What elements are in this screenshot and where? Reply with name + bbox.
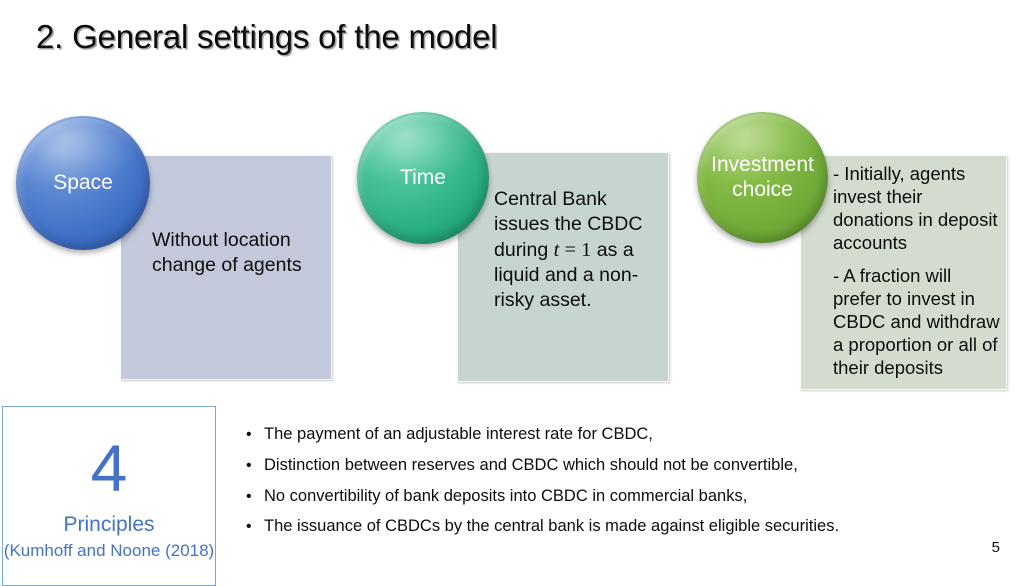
math-operator-equals: =	[559, 238, 582, 261]
math-value-one: 1	[581, 238, 592, 261]
panel-time-text: Central Bank issues the CBDC during t = …	[494, 187, 664, 313]
panel-time-text-before: Central Bank issues the CBDC during	[494, 188, 643, 261]
page-title: 2. General settings of the model	[36, 18, 498, 55]
list-item: • Distinction between reserves and CBDC …	[246, 456, 936, 476]
page-number: 5	[991, 539, 1000, 556]
list-item: • No convertibility of bank deposits int…	[246, 487, 936, 507]
panel-space-paragraph: Without location change of agents	[152, 229, 302, 276]
panel-time-paragraph: Central Bank issues the CBDC during t = …	[494, 187, 664, 313]
bullet-marker-icon: •	[246, 456, 252, 474]
list-item: • The payment of an adjustable interest …	[246, 425, 936, 445]
panel-time-text-after: as a liquid and a non-risky asset.	[494, 238, 639, 312]
panel-space	[120, 155, 332, 380]
list-item: • The issuance of CBDCs by the central b…	[246, 517, 936, 537]
bullet-text: Distinction between reserves and CBDC wh…	[264, 455, 798, 474]
bullet-marker-icon: •	[246, 426, 252, 443]
panel-investment-paragraph-2: - A fraction will prefer to invest in CB…	[833, 264, 1000, 378]
circle-space[interactable]: Space	[16, 116, 150, 250]
circle-investment-choice[interactable]: Investment choice	[697, 112, 828, 243]
circle-time[interactable]: Time	[357, 112, 489, 244]
circle-space-label: Space	[53, 170, 113, 194]
bullet-marker-icon: •	[246, 487, 252, 505]
panel-investment-choice-text: - Initially, agents invest their donatio…	[833, 163, 1003, 379]
principles-bullet-list: • The payment of an adjustable interest …	[246, 425, 936, 548]
circle-investment-choice-label: Investment choice	[711, 153, 814, 201]
circle-time-label: Time	[400, 165, 446, 189]
panel-investment-paragraph-1: - Initially, agents invest their donatio…	[833, 163, 998, 253]
panel-time	[457, 152, 669, 382]
bullet-text: No convertibility of bank deposits into …	[264, 486, 748, 505]
bullet-text: The issuance of CBDCs by the central ban…	[264, 517, 840, 536]
principles-count: 4	[90, 431, 128, 505]
panel-investment-choice	[800, 155, 1007, 390]
principles-box: 4 Principles (Kumhoff and Noone (2018)	[2, 406, 216, 586]
bullet-text: The payment of an adjustable interest ra…	[264, 425, 653, 443]
bullet-marker-icon: •	[246, 518, 252, 536]
math-variable-t: t	[553, 238, 560, 261]
principles-citation: (Kumhoff and Noone (2018)	[3, 541, 215, 560]
panel-space-text: Without location change of agents	[152, 228, 322, 278]
principles-label: Principles	[63, 513, 155, 536]
